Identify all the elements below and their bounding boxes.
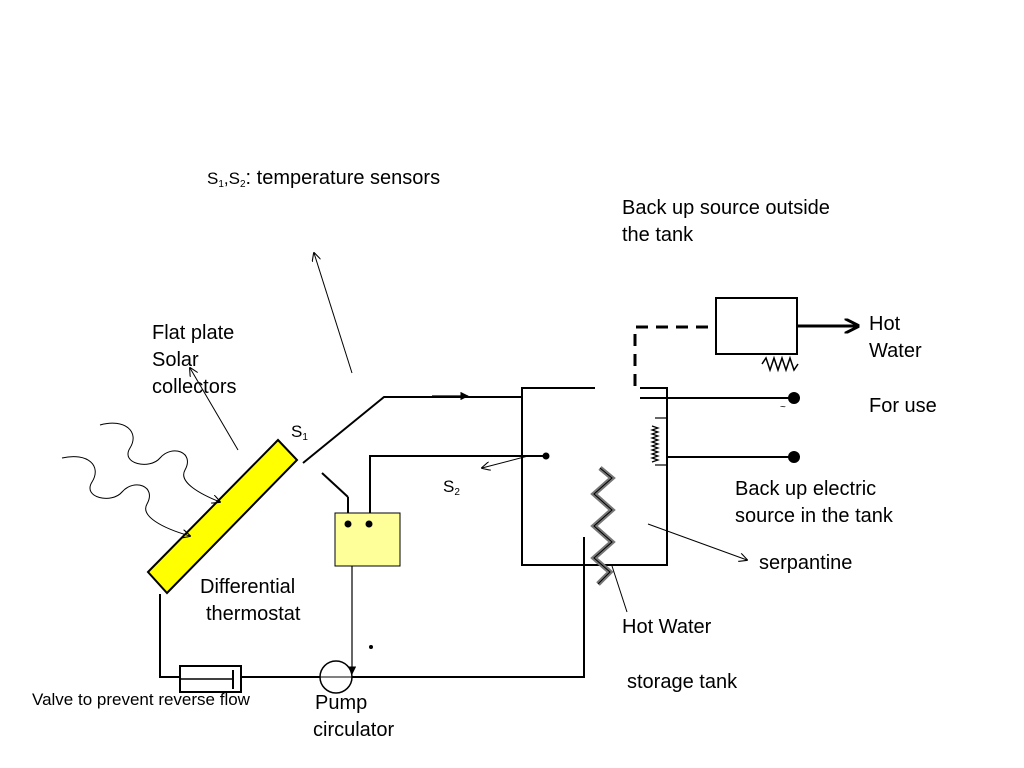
for-use-label: For use	[869, 395, 937, 417]
collectors-label-line3: collectors	[152, 376, 237, 398]
valve-label: Valve to prevent reverse flow	[32, 690, 250, 709]
thermostat-terminal-2	[365, 520, 373, 528]
s2-label-pointer	[482, 455, 529, 468]
s1-sensor-tag: S1	[291, 422, 308, 443]
backup-outside-label-line1: Back up source outside	[622, 197, 830, 219]
backup-dashed-line	[633, 325, 716, 386]
hot-water-top-label-line2: Water	[869, 340, 922, 362]
sensor-key-pointer	[314, 253, 353, 374]
backup-outside-label-line2: the tank	[622, 224, 694, 246]
backup-heater-box	[715, 297, 798, 355]
outlet-terminal-bottom	[788, 451, 800, 463]
collectors-label-line1: Flat plate	[152, 322, 235, 344]
backup-heater-coil	[761, 355, 799, 373]
differential-label-line1: Differential	[200, 576, 296, 598]
serpentine-coil-outline	[593, 467, 613, 585]
hot-water-pointer	[611, 565, 628, 613]
stray-dot	[369, 645, 373, 649]
s2-sensor-tag: S2	[443, 477, 460, 498]
outlet-terminal-top	[788, 392, 800, 404]
return-pipe	[159, 537, 585, 678]
tilde-mark: ~	[780, 402, 786, 413]
backup-electric-label-line1: Back up electric	[735, 478, 877, 500]
sun-ray-upper	[99, 422, 220, 502]
s1-sensor-wire	[321, 472, 349, 498]
storage-tank-label: storage tank	[627, 671, 738, 693]
storage-tank	[521, 387, 668, 566]
pump-label-line2: circulator	[313, 719, 395, 741]
sun-ray-lower	[61, 456, 190, 536]
electric-heating-element	[650, 425, 660, 463]
sensor-key-label: S1,S2: temperature sensors	[207, 167, 441, 190]
differential-label-line2: thermostat	[206, 603, 301, 625]
s2-sensor-point	[542, 452, 550, 460]
pump-label-line1: Pump	[315, 692, 368, 714]
collectors-label-line2: Solar	[152, 349, 199, 371]
serpantine-pointer	[647, 523, 747, 560]
hot-water-top-label-line1: Hot	[869, 313, 901, 335]
solar-collector-panel	[146, 438, 299, 595]
hot-pipe-to-tank	[302, 396, 522, 464]
serpantine-label: serpantine	[759, 552, 853, 574]
hot-water-bottom-label: Hot Water	[622, 616, 712, 638]
collector-label-pointer	[190, 368, 239, 451]
s2-sensor-wire	[369, 455, 546, 523]
thermostat-terminal-1	[344, 520, 352, 528]
backup-electric-label-line2: source in the tank	[735, 505, 893, 527]
